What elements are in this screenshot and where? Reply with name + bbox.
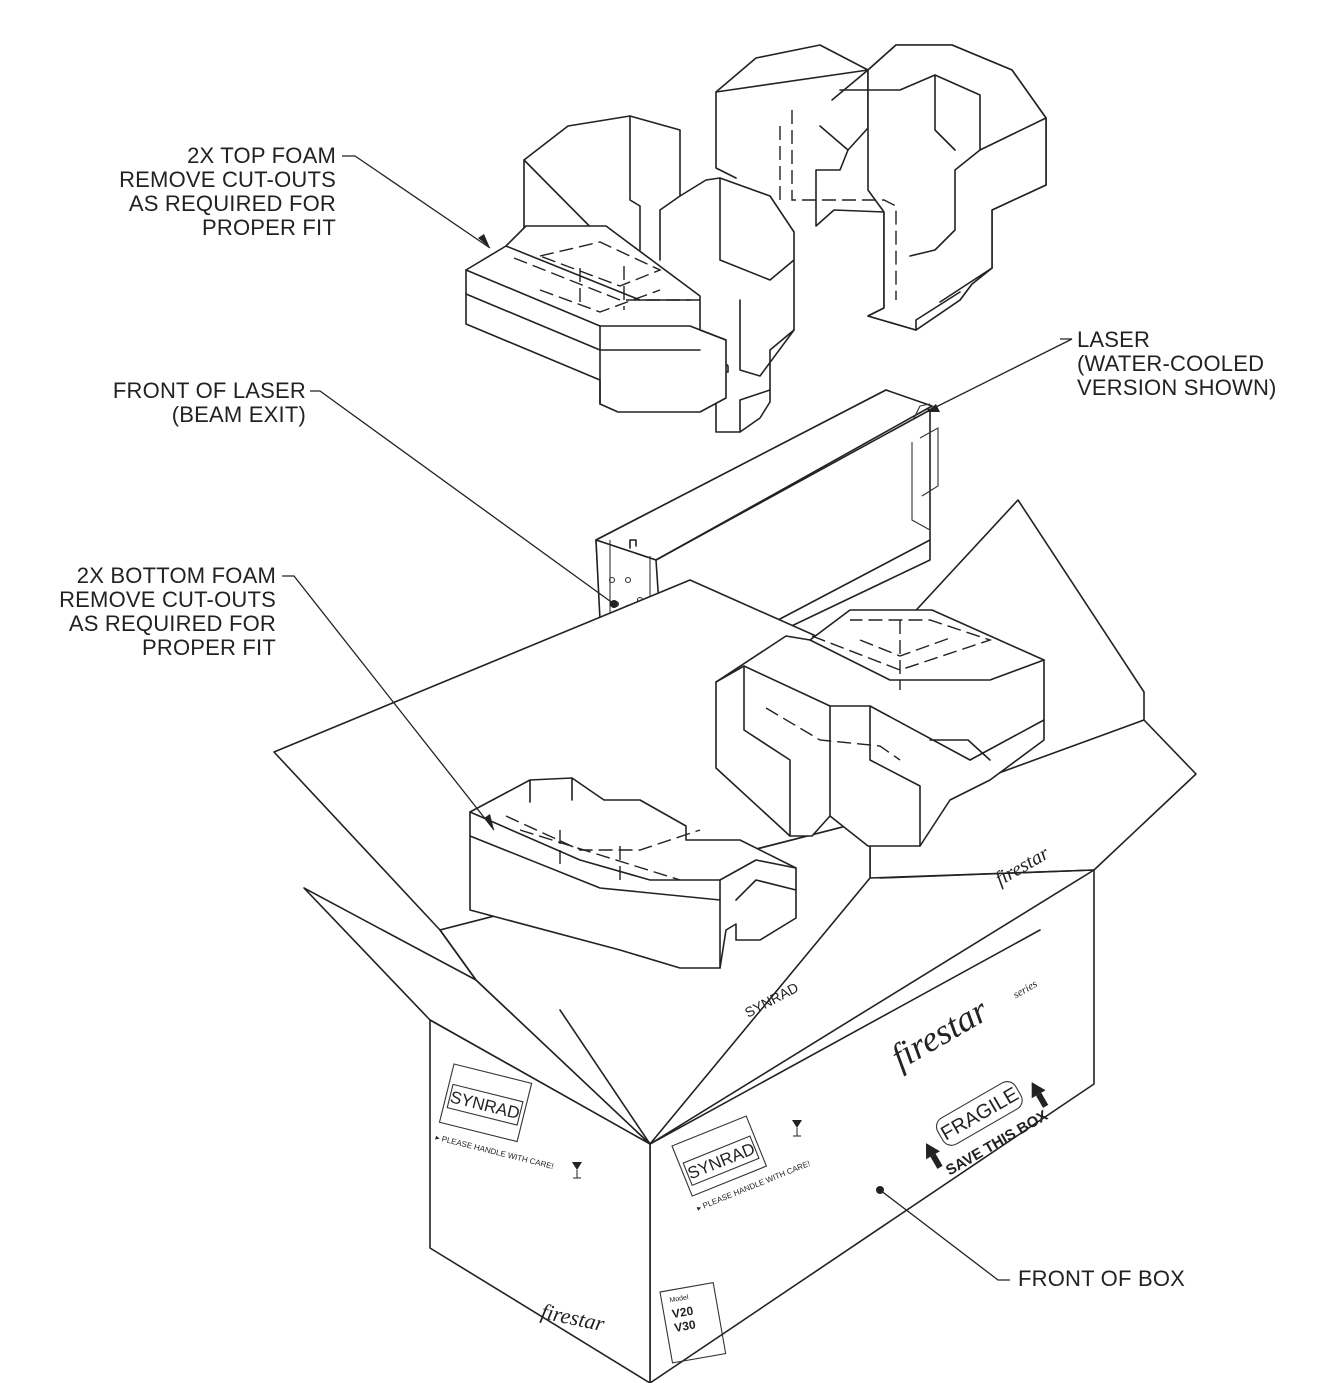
callout-laser: LASER (WATER-COOLED VERSION SHOWN) <box>1077 327 1277 400</box>
wine-glass-icon <box>572 1162 582 1179</box>
wine-glass-icon <box>792 1120 802 1137</box>
callout-top-foam: 2X TOP FOAM REMOVE CUT-OUTS AS REQUIRED … <box>119 143 336 240</box>
up-arrow-icon <box>1031 1082 1046 1099</box>
arrowhead-icon <box>484 814 494 830</box>
up-arrow-icon <box>926 1143 940 1160</box>
shipping-box <box>273 499 1197 1383</box>
arrowhead-icon <box>926 404 940 412</box>
bottom-foam-right <box>715 609 1045 847</box>
model-v20: V20 <box>671 1304 695 1322</box>
leader-lines <box>282 155 1073 1281</box>
model-v30: V30 <box>673 1317 697 1335</box>
bottom-foam-left <box>469 777 797 969</box>
callout-front-of-box: FRONT OF BOX <box>1018 1266 1186 1291</box>
arrowhead-icon <box>478 234 490 248</box>
callout-bottom-foam: 2X BOTTOM FOAM REMOVE CUT-OUTS AS REQUIR… <box>59 563 276 660</box>
top-foam-right <box>715 44 1047 331</box>
model-label: Model <box>669 1294 689 1304</box>
top-foam-left <box>465 115 795 433</box>
callout-front-of-laser: FRONT OF LASER (BEAM EXIT) <box>112 378 306 427</box>
